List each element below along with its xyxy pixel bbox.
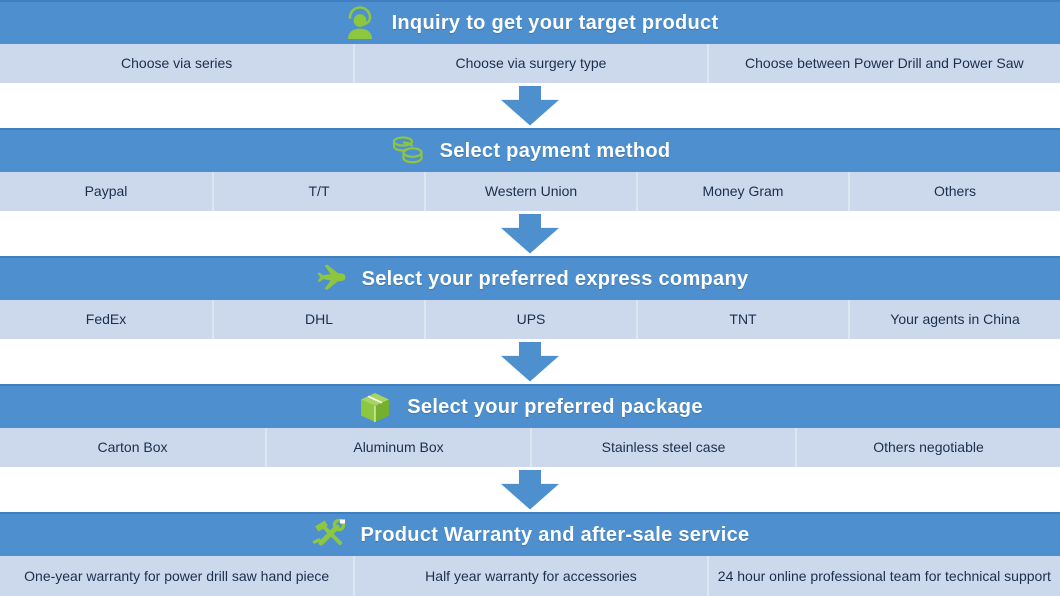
option-cell: Aluminum Box: [265, 428, 530, 467]
section-header-payment: Select payment method: [0, 128, 1060, 172]
option-cell: Your agents in China: [848, 300, 1060, 339]
section-package: Select your preferred package Carton Box…: [0, 384, 1060, 467]
down-arrow-icon: [501, 341, 559, 382]
down-arrow-icon: [501, 213, 559, 254]
option-cell: T/T: [212, 172, 424, 211]
option-cell: FedEx: [85, 311, 127, 328]
options-row: Paypal T/T Western Union Money Gram Othe…: [0, 172, 1060, 211]
coins-icon: [390, 133, 426, 169]
option-cell: Others negotiable: [795, 428, 1060, 467]
option-cell: UPS: [424, 300, 636, 339]
section-header-warranty: Product Warranty and after-sale service: [0, 512, 1060, 556]
option-cell: Stainless steel case: [530, 428, 795, 467]
down-arrow-icon: [501, 469, 559, 510]
section-title: Inquiry to get your target product: [391, 11, 719, 34]
option-cell: One-year warranty for power drill saw ha…: [24, 567, 330, 584]
support-person-icon: [342, 5, 378, 41]
section-title: Product Warranty and after-sale service: [360, 523, 750, 546]
section-title: Select your preferred package: [407, 395, 703, 418]
section-header-inquiry: Inquiry to get your target product: [0, 0, 1060, 44]
section-payment: Select payment method Paypal T/T Western…: [0, 128, 1060, 211]
option-cell: 24 hour online professional team for tec…: [706, 556, 1060, 596]
section-header-package: Select your preferred package: [0, 384, 1060, 428]
option-cell: Others: [848, 172, 1060, 211]
option-cell: Carton Box: [97, 439, 168, 456]
arrow-zone: [0, 83, 1060, 128]
arrow-zone: [0, 211, 1060, 256]
option-cell: Half year warranty for accessories: [353, 556, 706, 596]
options-row: FedEx DHL UPS TNT Your agents in China: [0, 300, 1060, 339]
arrow-zone: [0, 339, 1060, 384]
section-warranty: Product Warranty and after-sale service …: [0, 512, 1060, 596]
option-cell: Choose via series: [121, 55, 233, 72]
section-express: Select your preferred express company Fe…: [0, 256, 1060, 339]
option-cell: Money Gram: [636, 172, 848, 211]
arrow-zone: [0, 467, 1060, 512]
package-box-icon: [357, 389, 393, 425]
section-title: Select your preferred express company: [361, 267, 749, 290]
option-cell: Choose via surgery type: [353, 44, 706, 83]
options-row: Carton Box Aluminum Box Stainless steel …: [0, 428, 1060, 467]
option-cell: DHL: [212, 300, 424, 339]
option-cell: Choose between Power Drill and Power Saw: [706, 44, 1060, 83]
section-inquiry: Inquiry to get your target product Choos…: [0, 0, 1060, 83]
option-cell: Paypal: [84, 183, 128, 200]
option-cell: Western Union: [424, 172, 636, 211]
options-row: One-year warranty for power drill saw ha…: [0, 556, 1060, 596]
down-arrow-icon: [501, 85, 559, 126]
options-row: Choose via series Choose via surgery typ…: [0, 44, 1060, 83]
section-header-express: Select your preferred express company: [0, 256, 1060, 300]
section-title: Select payment method: [439, 139, 671, 162]
option-cell: TNT: [636, 300, 848, 339]
airplane-icon: [312, 261, 348, 297]
hammer-wrench-icon: [311, 517, 347, 553]
